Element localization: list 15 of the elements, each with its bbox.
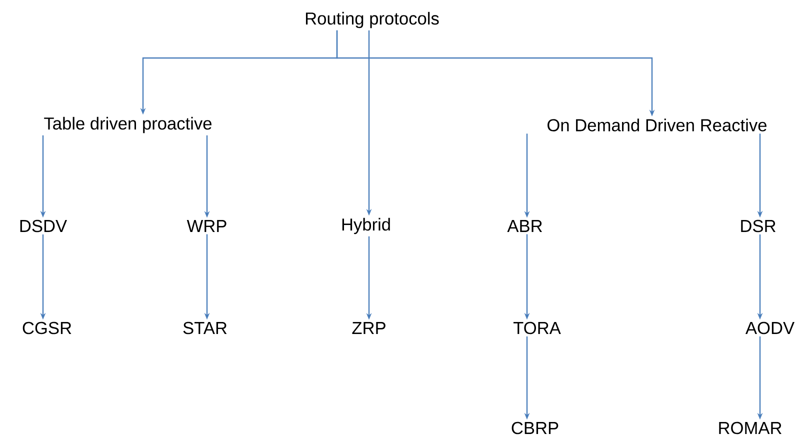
node-label: DSR: [741, 220, 776, 232]
node-label: ZRP: [352, 322, 386, 334]
node-label: ABR: [507, 220, 542, 232]
node-label: STAR: [183, 322, 227, 334]
node-label: TORA: [513, 322, 561, 334]
node-label: Hybrid: [342, 218, 390, 234]
node-label: WRP: [186, 220, 226, 232]
node-label: AODV: [745, 322, 794, 334]
node-label: Routing protocols: [306, 12, 439, 28]
node-label: CBRP: [512, 422, 558, 434]
node-label: ROMAR: [719, 422, 782, 434]
node-label: DSDV: [20, 220, 67, 232]
node-label: On Demand Driven Reactive: [548, 118, 766, 132]
node-label: Table driven proactive: [44, 116, 212, 134]
node-label: CGSR: [22, 322, 72, 334]
